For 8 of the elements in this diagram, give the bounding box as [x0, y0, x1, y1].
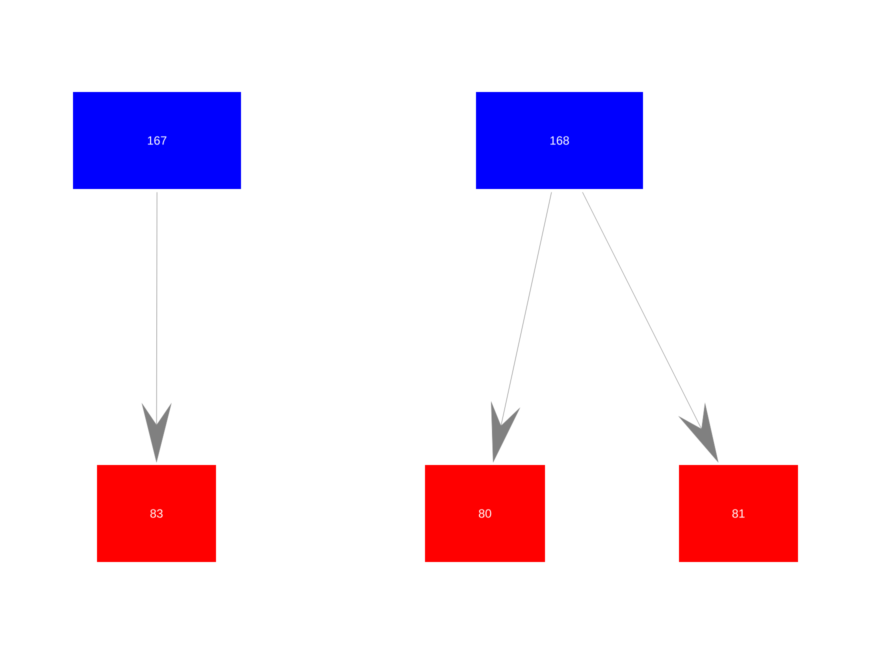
process-box: 168 — [476, 92, 643, 189]
arrow — [582, 192, 718, 462]
arrow — [491, 192, 552, 462]
process-box: 81 — [679, 465, 798, 562]
arrow — [142, 192, 172, 462]
process-box: 167 — [73, 92, 241, 189]
process-box: 80 — [425, 465, 545, 562]
process-box: 83 — [97, 465, 216, 562]
